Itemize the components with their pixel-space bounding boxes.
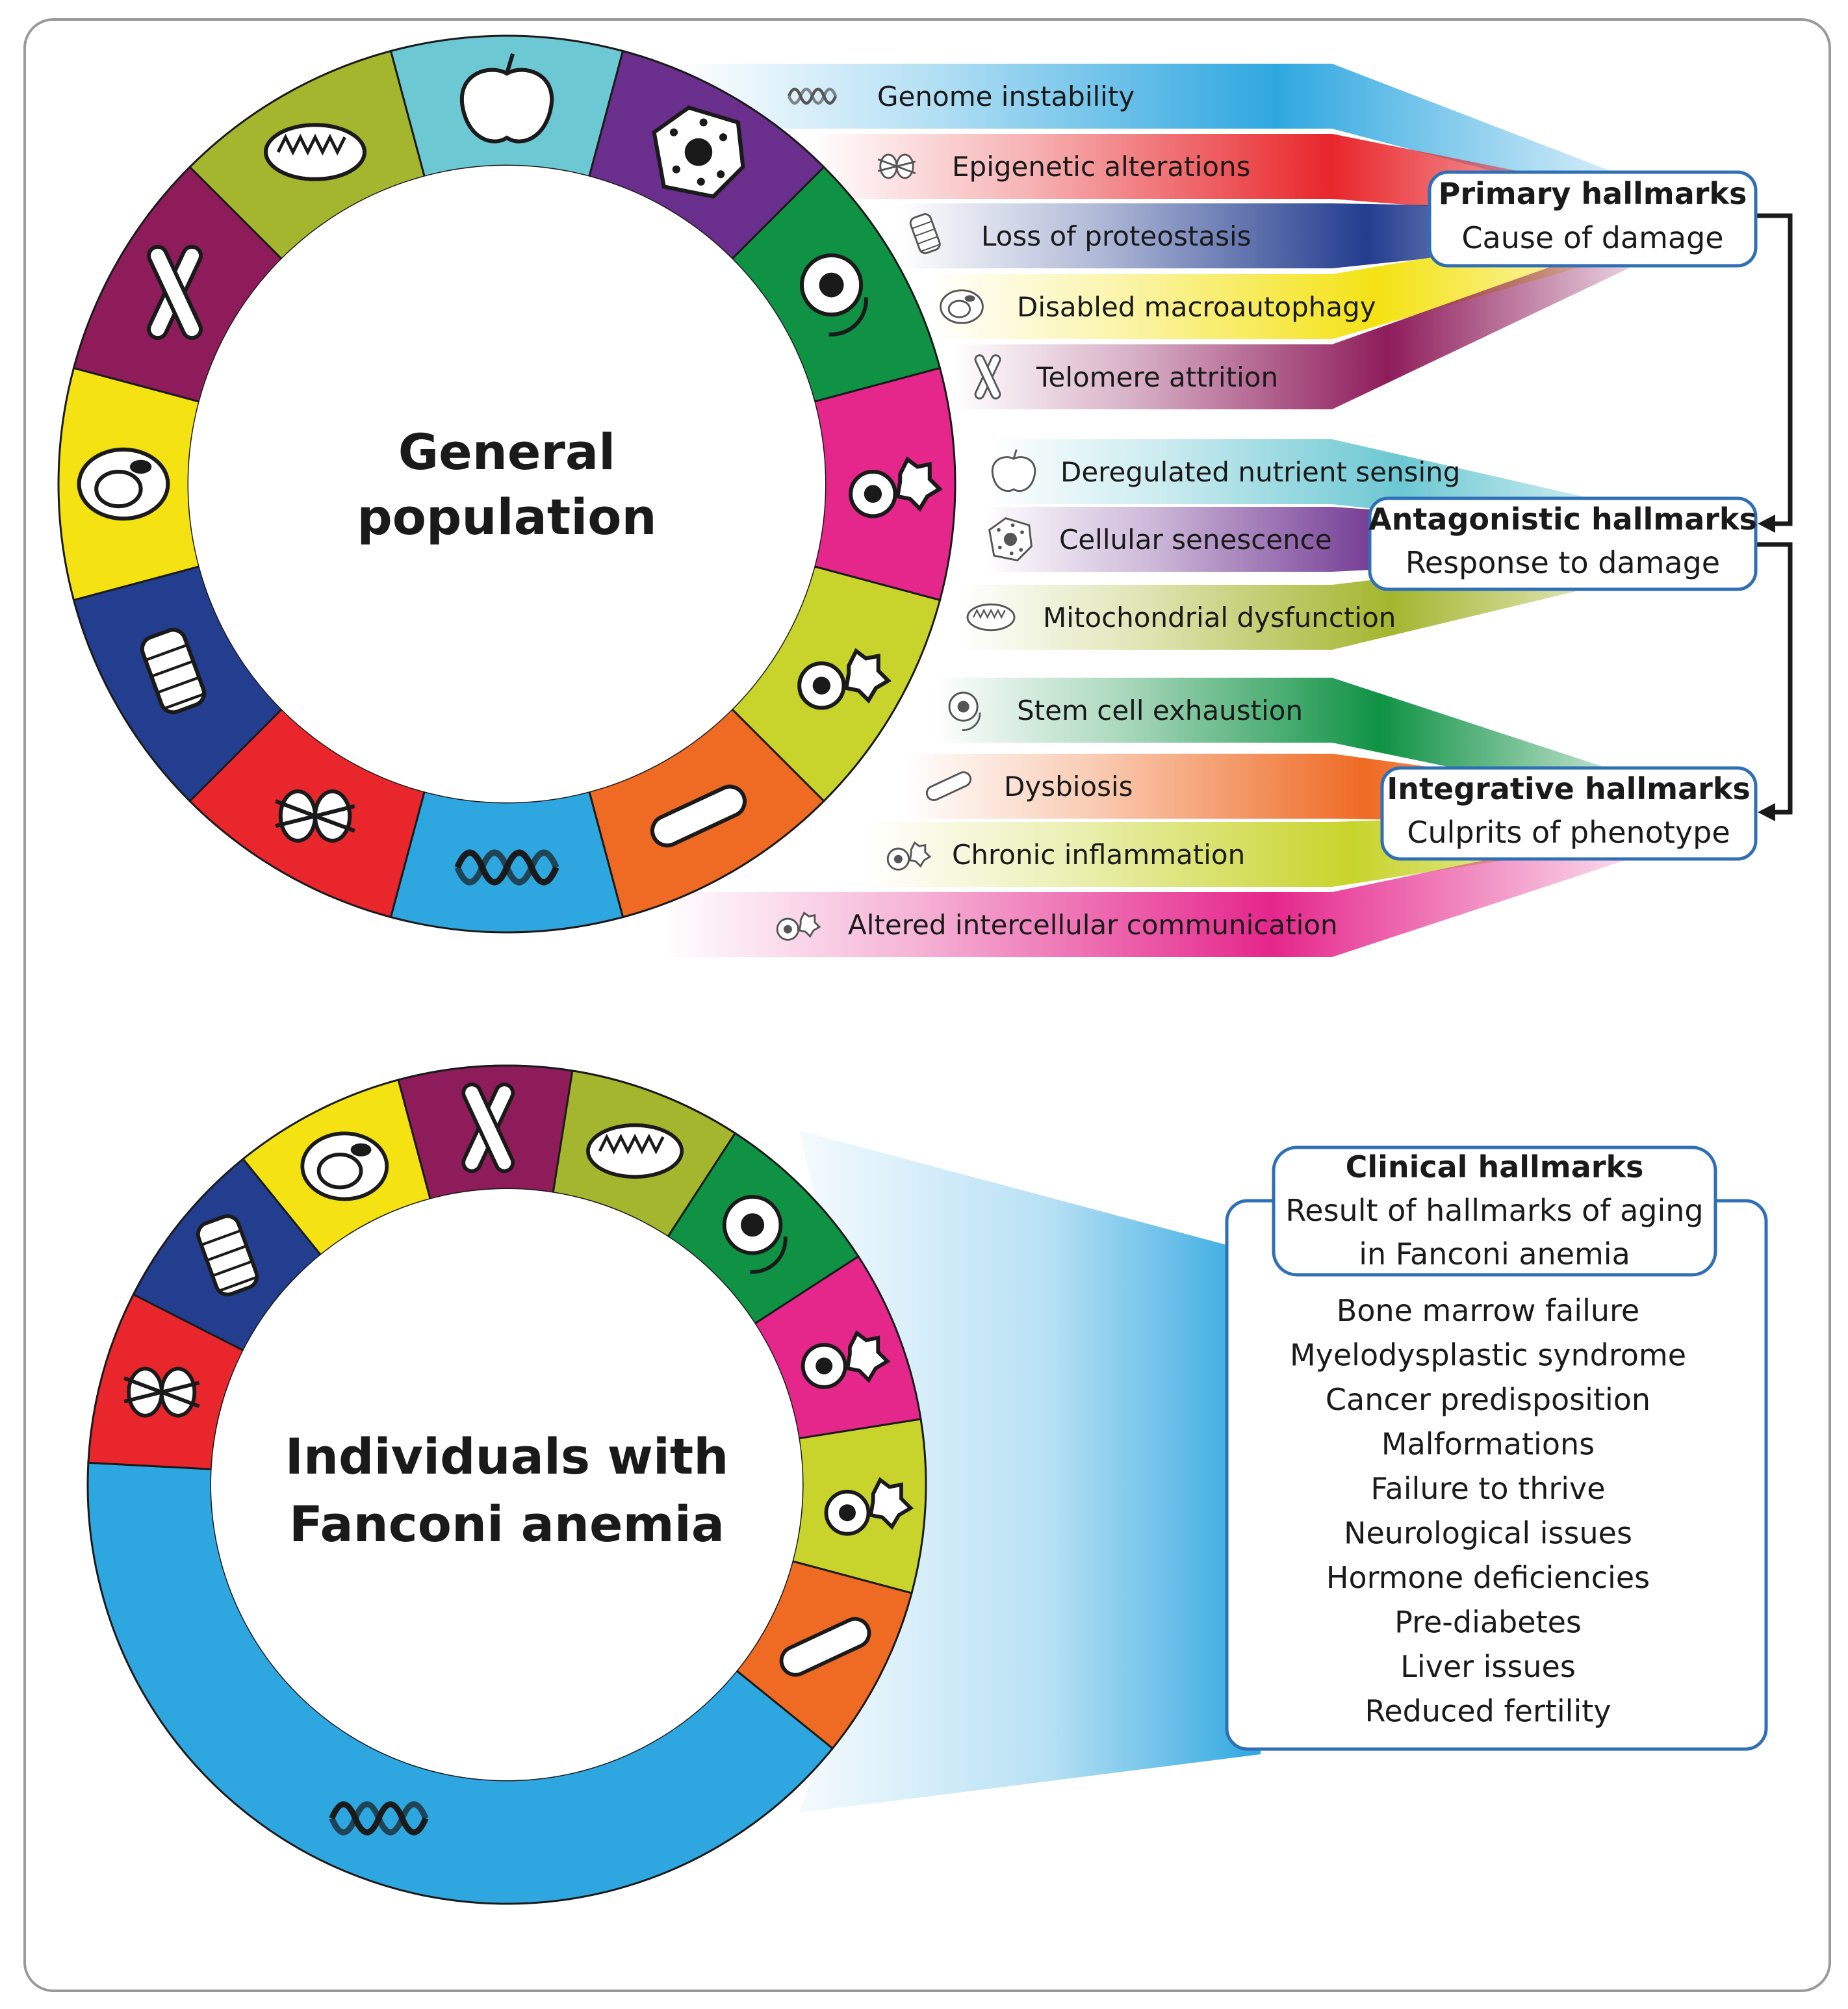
- dna-icon: [329, 1801, 429, 1836]
- clinical-hallmark-item: Reduced fertility: [1365, 1694, 1611, 1729]
- category-connector-arrows: [1756, 213, 1793, 815]
- communication-icon: [801, 1330, 891, 1389]
- inflammation-icon: [797, 648, 892, 710]
- hallmark-label: Disabled macroautophagy: [1017, 291, 1376, 323]
- label-mitochondrion-icon: [966, 603, 1016, 632]
- hallmark-label: Genome instability: [877, 81, 1135, 112]
- antagonistic-hallmarks-title: Antagonistic hallmarks: [1368, 502, 1757, 537]
- primary-hallmarks-title: Primary hallmarks: [1439, 176, 1747, 211]
- integrative-hallmarks-box: Integrative hallmarks Culprits of phenot…: [1380, 766, 1758, 861]
- clinical-hallmarks-subtitle-line2: in Fanconi anemia: [1359, 1236, 1630, 1272]
- label-protein-coil-icon: [909, 213, 941, 255]
- apple-icon: [459, 53, 554, 144]
- hallmark-label: Stem cell exhaustion: [1017, 695, 1303, 726]
- fanconi-anemia-title-line1: Individuals with: [285, 1427, 729, 1485]
- autophagosome-icon: [77, 447, 170, 521]
- label-dna-icon: [787, 87, 838, 105]
- hallmark-label: Loss of proteostasis: [981, 220, 1251, 252]
- ribbon-chromosome: [955, 222, 1676, 409]
- label-inflammation-icon: [886, 841, 932, 871]
- fanconi-anemia-title-line2: Fanconi anemia: [289, 1495, 725, 1553]
- clinical-hallmark-item: Malformations: [1381, 1427, 1595, 1462]
- antagonistic-hallmarks-box: Antagonistic hallmarks Response to damag…: [1368, 496, 1758, 591]
- chromosome-icon: [146, 244, 203, 340]
- general-population-title-line2: population: [357, 488, 656, 546]
- nucleosome-icon: [275, 789, 355, 843]
- label-stem-cell-icon: [948, 691, 981, 732]
- label-apple-icon: [992, 449, 1036, 493]
- clinical-hallmarks-subtitle-line1: Result of hallmarks of aging: [1285, 1193, 1703, 1228]
- bacterium-icon: [650, 784, 747, 848]
- antagonistic-hallmarks-subtitle: Response to damage: [1405, 545, 1720, 580]
- primary-hallmarks-subtitle: Cause of damage: [1461, 220, 1723, 255]
- mitochondrion-icon: [263, 123, 367, 181]
- label-nucleosome-icon: [877, 153, 916, 179]
- hallmark-label: Cellular senescence: [1059, 524, 1332, 556]
- integrative-hallmarks-title: Integrative hallmarks: [1387, 771, 1751, 806]
- stem-cell-icon: [799, 253, 868, 337]
- label-autophagosome-icon: [940, 289, 984, 324]
- clinical-hallmarks-header-box: [1272, 1145, 1717, 1277]
- clinical-hallmark-item: Liver issues: [1400, 1649, 1576, 1684]
- hallmark-label: Mitochondrial dysfunction: [1043, 602, 1396, 633]
- clinical-hallmark-item: Failure to thrive: [1370, 1471, 1605, 1506]
- label-senescent-cell-icon: [988, 517, 1033, 561]
- protein-coil-icon: [196, 1214, 259, 1297]
- hallmark-label: Altered intercellular communication: [848, 909, 1338, 941]
- ribbon-communication: [663, 820, 1676, 957]
- stem-cell-icon: [722, 1195, 788, 1274]
- label-chromosome-icon: [974, 354, 1001, 400]
- clinical-hallmark-item: Neurological issues: [1344, 1516, 1632, 1551]
- hallmark-label: Telomere attrition: [1036, 361, 1278, 393]
- general-population-title-line1: General: [398, 423, 615, 481]
- dna-icon: [454, 849, 559, 886]
- clinical-hallmark-item: Bone marrow failure: [1337, 1293, 1639, 1328]
- ribbon-dna: [676, 64, 1676, 220]
- hallmark-label: Chronic inflammation: [952, 839, 1245, 871]
- inflammation-icon: [824, 1477, 914, 1536]
- nucleosome-icon: [123, 1366, 200, 1418]
- label-bacterium-icon: [925, 771, 972, 801]
- clinical-hallmark-item: Pre-diabetes: [1394, 1605, 1582, 1640]
- integrative-arrowhead-icon: [1758, 803, 1775, 821]
- fanconi-anemia-wheel: [86, 1064, 927, 1905]
- clinical-hallmark-item: Myelodysplastic syndrome: [1290, 1338, 1686, 1373]
- clinical-hallmarks-title: Clinical hallmarks: [1346, 1149, 1644, 1184]
- autophagosome-icon: [300, 1131, 389, 1201]
- integrative-hallmarks-subtitle: Culprits of phenotype: [1407, 815, 1730, 850]
- clinical-hallmarks-panel: Clinical hallmarks Result of hallmarks o…: [1225, 1145, 1768, 1751]
- ribbon-stem-cell: [936, 678, 1676, 814]
- clinical-projection-wedge: [799, 1131, 1261, 1813]
- clinical-hallmark-item: Cancer predisposition: [1326, 1382, 1650, 1417]
- hallmark-label: Dysbiosis: [1004, 771, 1133, 802]
- antagonistic-to-integrative-connector: [1756, 542, 1793, 815]
- clinical-hallmark-item: Hormone deficiencies: [1326, 1560, 1650, 1595]
- antagonistic-arrowhead-icon: [1758, 515, 1775, 533]
- primary-hallmarks-box: Primary hallmarks Cause of damage: [1428, 170, 1758, 268]
- hallmark-label: Epigenetic alterations: [952, 151, 1250, 183]
- fanconi-anemia-center: [211, 1189, 802, 1780]
- primary-to-antagonistic-connector: [1756, 213, 1793, 526]
- label-communication-icon: [776, 911, 821, 941]
- protein-coil-icon: [140, 628, 207, 715]
- hallmark-label: Deregulated nutrient sensing: [1060, 456, 1460, 488]
- bacterium-icon: [779, 1617, 871, 1677]
- chromosome-icon: [461, 1082, 515, 1173]
- mitochondrion-icon: [586, 1123, 684, 1179]
- ribbon-autophagosome: [929, 216, 1676, 339]
- communication-icon: [849, 456, 943, 518]
- senescent-cell-icon: [652, 105, 745, 199]
- general-population-center: [188, 166, 825, 802]
